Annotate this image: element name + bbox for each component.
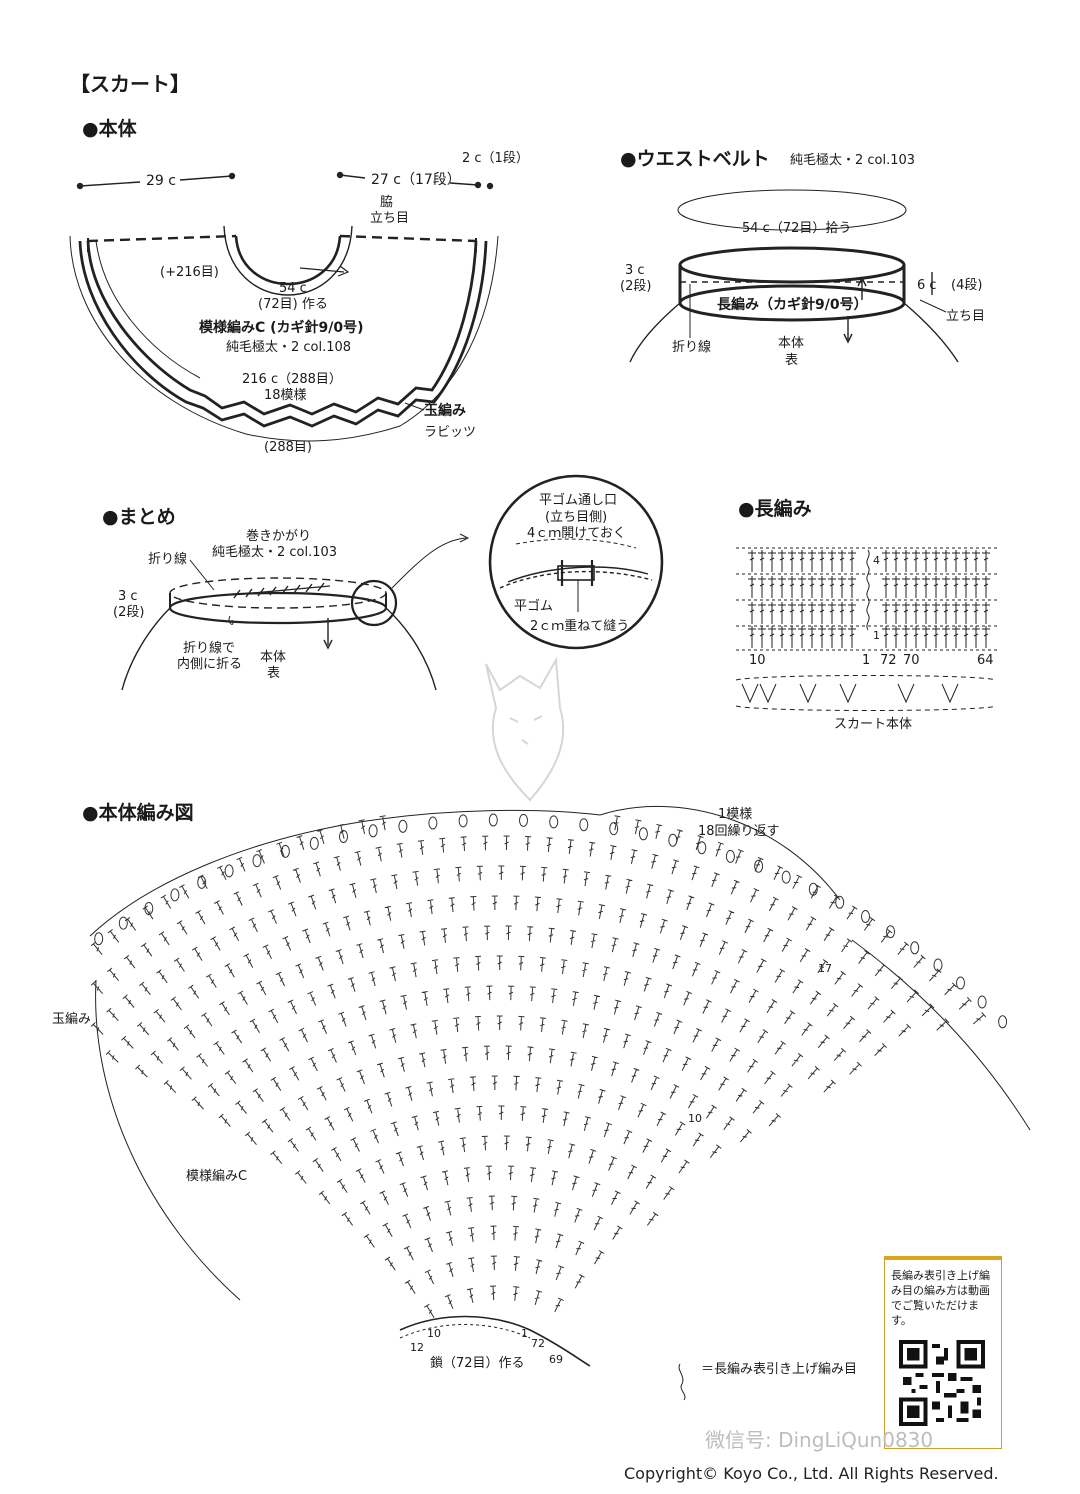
chain-label: 鎖（72目）作る [430, 1356, 525, 1371]
dc-n64: 64 [977, 653, 994, 668]
dc-n1: 1 [862, 653, 871, 668]
increase-label: (+216目) [160, 265, 219, 280]
crochet-chart-stitches [90, 813, 1008, 1318]
body-schematic [69, 171, 499, 442]
fin-face: 表 [267, 666, 281, 681]
dim-29: 29 c [146, 173, 176, 189]
dc-row4: 4 [873, 554, 880, 567]
fin-body: 本体 [260, 650, 287, 665]
pickup-label: 54 c（72目）拾う [742, 221, 852, 236]
qr-note-text: 長編み表引き上げ編み目の編み方は動画でご覧いただけます。 [891, 1269, 990, 1327]
main-chart-outline [89, 805, 1031, 1401]
waistbelt-drawing [629, 189, 959, 363]
wb-rows-4: (4段) [951, 278, 983, 293]
main-pattern-c: 模様編みC [186, 1169, 248, 1184]
pattern-label: 模様編みC (カギ針9/0号) [199, 320, 364, 336]
hem-cm: 216 c（288目） [242, 372, 342, 387]
qr-code-icon[interactable] [899, 1340, 985, 1426]
bobble-edge [94, 813, 1008, 1029]
sts-288: (288目) [264, 440, 312, 455]
page-title: 【スカート】 [70, 72, 190, 96]
fin-dim-3: 3 c [118, 589, 138, 604]
chart-n17: 17 [818, 962, 832, 975]
elastic-line2: (立ち目側) [545, 510, 608, 525]
wb-dim-3: 3 c [625, 263, 645, 278]
overlap-label: 2ｃｍ重ねて縫う [530, 619, 630, 634]
waistbelt-heading: ●ウエストベルト [620, 148, 770, 170]
chart-n1: 1 [521, 1327, 528, 1340]
whip-label: 巻きかがり [246, 529, 312, 544]
stitch-marks [90, 815, 987, 1318]
finishing-drawing [121, 533, 470, 691]
wb-face: 表 [785, 353, 799, 368]
wb-standing: 立ち目 [946, 309, 986, 324]
main-bobble: 玉編み [52, 1012, 92, 1027]
watermark-text: 微信号: DingLiQun0830 [705, 1428, 934, 1452]
waist-sts: (72目) 作る [258, 297, 328, 312]
chart-n10-right: 10 [688, 1112, 702, 1125]
chart-n10: 10 [427, 1327, 441, 1340]
dc-row1: 1 [873, 629, 880, 642]
elastic-detail-drawing [488, 474, 664, 650]
side-label: 脇 [380, 195, 394, 210]
yarn-label: 純毛極太・2 col.108 [226, 340, 352, 355]
dc-caption: スカート本体 [834, 717, 913, 732]
body-heading: ●本体 [82, 118, 137, 140]
fin-fold: 折り線 [148, 552, 188, 567]
legend-label: ＝長編み表引き上げ編み目 [701, 1362, 858, 1377]
elastic-line1: 平ゴム通し口 [539, 493, 618, 508]
finishing-heading: ●まとめ [102, 506, 176, 528]
elastic-label: 平ゴム [514, 599, 554, 614]
elastic-line3: 4ｃｍ開けておく [527, 526, 626, 541]
chart-n12: 12 [410, 1341, 424, 1354]
qr-note-box: 長編み表引き上げ編み目の編み方は動画でご覧いただけます。 [884, 1256, 1002, 1449]
cat-watermark-icon [485, 656, 565, 802]
wb-body: 本体 [778, 336, 805, 351]
dc-stitch-chart [735, 547, 998, 711]
main-chart-heading: ●本体編み図 [82, 802, 194, 824]
bobble-label: 玉編み [424, 403, 466, 419]
dc-n70: 70 [903, 653, 920, 668]
standing-st-label: 立ち目 [370, 211, 410, 226]
copyright-text: Copyright© Koyo Co., Ltd. All Rights Res… [624, 1464, 999, 1483]
fold-in-2: 内側に折る [177, 657, 243, 672]
rabbits-label: ラビッツ [424, 425, 477, 440]
dim-27: 27 c（17段） [371, 172, 461, 188]
dc-heading: ●長編み [738, 498, 812, 520]
chart-n72: 72 [531, 1337, 545, 1350]
fold-in-1: 折り線で [183, 641, 236, 656]
chart-n69: 69 [549, 1353, 563, 1366]
wb-rows-2: (2段) [620, 279, 652, 294]
dim-2: 2 c（1段） [462, 151, 529, 166]
wb-stitch: 長編み（カギ針9/0号） [717, 297, 868, 313]
fin-yarn: 純毛極太・2 col.103 [212, 545, 338, 560]
wb-fold: 折り線 [672, 340, 712, 355]
hem-repeats: 18模様 [264, 388, 307, 403]
waistbelt-yarn: 純毛極太・2 col.103 [790, 153, 916, 168]
dc-n72: 72 [880, 653, 897, 668]
repeat-2: 18回繰り返す [698, 824, 780, 839]
fin-rows-2: (2段) [113, 605, 145, 620]
dc-n10: 10 [749, 653, 766, 668]
